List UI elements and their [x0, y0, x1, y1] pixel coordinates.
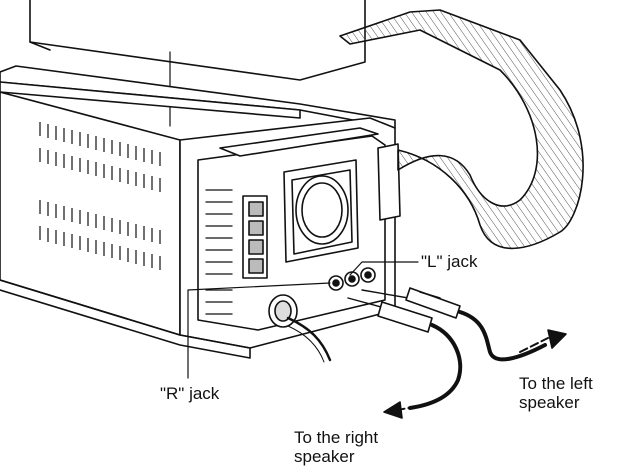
l-jack-label: "L" jack — [421, 252, 478, 271]
leader-lines — [187, 261, 419, 379]
r-jack-label: "R" jack — [160, 384, 220, 403]
connector-block — [242, 195, 268, 279]
side-vent-row-1 — [39, 122, 161, 166]
back-vents — [205, 189, 233, 315]
left-speaker-label: To the left speaker — [519, 374, 593, 412]
left-speaker-label-line2: speaker — [519, 393, 580, 412]
arrows — [383, 329, 567, 419]
ribbon-cable — [339, 9, 584, 250]
side-vent-row-3 — [39, 200, 161, 244]
side-vent-row-2 — [39, 148, 161, 192]
power-cord — [268, 294, 332, 363]
side-vent-row-4 — [39, 226, 161, 270]
speaker-cables — [347, 287, 547, 410]
right-speaker-label-line2: speaker — [294, 447, 355, 466]
right-speaker-label-line1: To the right — [294, 428, 379, 447]
left-speaker-label-line1: To the left — [519, 374, 593, 393]
audio-jacks — [328, 267, 376, 291]
right-speaker-label: To the right speaker — [294, 428, 378, 466]
fan — [283, 159, 359, 263]
